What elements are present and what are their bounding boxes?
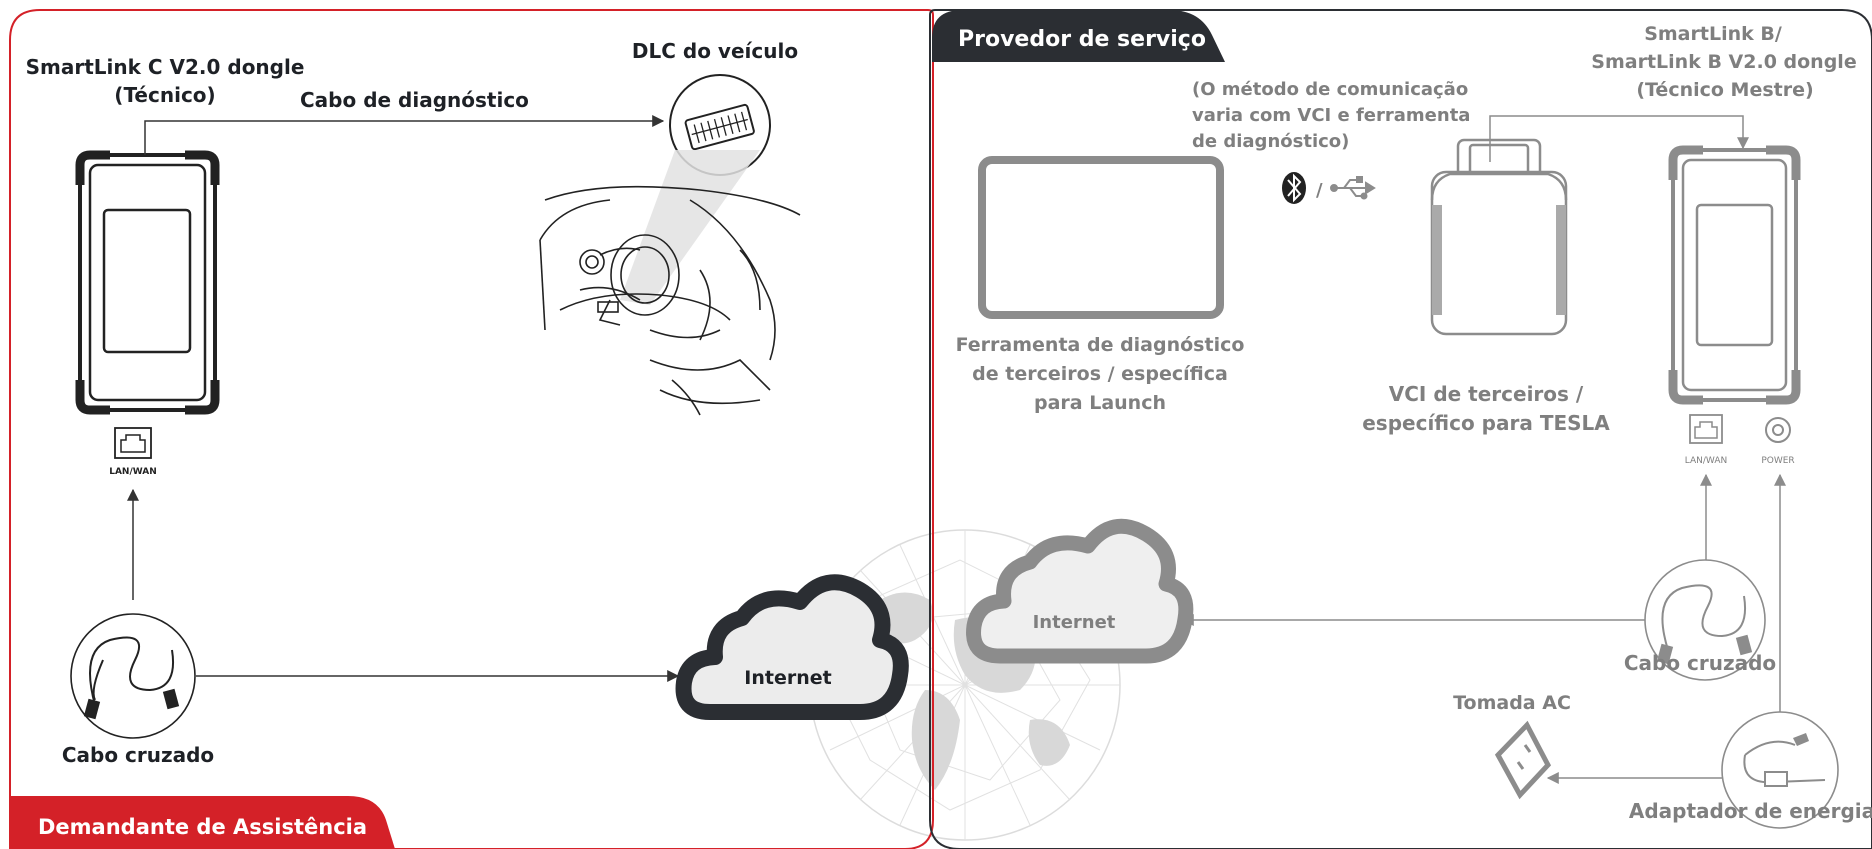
provider-badge-label: Provedor de serviço: [958, 27, 1206, 52]
lan-port-label-left: LAN/WAN: [109, 467, 157, 477]
requester-badge-label: Demandante de Assistência: [38, 815, 367, 839]
diagnostic-tool-tablet: [978, 156, 1224, 319]
power-adapter-icon: [1721, 711, 1839, 829]
provider-crossover-cable-label: Cabo cruzado: [1624, 651, 1776, 675]
tool-label-line2: de terceiros / específica: [972, 363, 1228, 385]
smartlink-c-dongle: [75, 150, 220, 415]
ac-outlet-icon: [1494, 720, 1552, 800]
provider-panel: [929, 9, 1872, 849]
requester-dongle-label-line2: (Técnico): [114, 83, 215, 107]
cloud-icon-provider: [966, 518, 1194, 664]
diagnostic-cable-label: Cabo de diagnóstico: [300, 88, 529, 112]
dlc-label: DLC do veículo: [632, 39, 798, 63]
provider-dongle-label-line2: SmartLink B V2.0 dongle: [1591, 51, 1856, 73]
smartlink-b-dongle: [1668, 145, 1801, 405]
provider-dongle-label-line1: SmartLink B/: [1644, 23, 1782, 45]
cloud-icon-requester: [675, 574, 909, 720]
usb-icon: [1330, 176, 1376, 200]
comm-separator: /: [1316, 180, 1323, 201]
tool-label-line1: Ferramenta de diagnóstico: [956, 334, 1245, 356]
power-adapter-label: Adaptador de energia: [1629, 799, 1872, 823]
requester-badge: [10, 796, 395, 849]
power-port-label: POWER: [1761, 456, 1794, 466]
vci-to-dongle-line: [1489, 115, 1749, 162]
lan-port-icon-provider: [1689, 414, 1723, 444]
requester-crossover-cable-label: Cabo cruzado: [62, 743, 214, 767]
ac-outlet-label: Tomada AC: [1453, 692, 1571, 714]
bluetooth-icon: [1282, 172, 1306, 204]
vci-label-line2: específico para TESLA: [1362, 411, 1610, 435]
tool-label-line3: para Launch: [1034, 392, 1166, 414]
comm-note-line3: de diagnóstico): [1192, 131, 1349, 152]
cable-icon: [70, 613, 196, 739]
provider-internet-label: Internet: [1033, 612, 1116, 633]
car-dashboard-illustration: [539, 185, 801, 416]
provider-dongle-label-line3: (Técnico Mestre): [1636, 79, 1813, 101]
power-port-icon: [1765, 417, 1791, 443]
comm-note-line1: (O método de comunicação: [1192, 79, 1468, 100]
requester-dongle-label-line1: SmartLink C V2.0 dongle: [26, 55, 305, 79]
lan-port-icon: [114, 427, 152, 459]
provider-badge: [932, 10, 1225, 62]
diagnostic-cable-line: [144, 115, 665, 155]
vci-label-line1: VCI de terceiros /: [1389, 382, 1584, 406]
comm-note-line2: varia com VCI e ferramenta: [1192, 105, 1470, 126]
vci-device: [1430, 138, 1568, 336]
cable-icon-provider: [1644, 559, 1766, 681]
requester-internet-label: Internet: [744, 667, 831, 689]
lan-port-label-right: LAN/WAN: [1685, 456, 1727, 466]
zoom-cone: [620, 150, 760, 305]
